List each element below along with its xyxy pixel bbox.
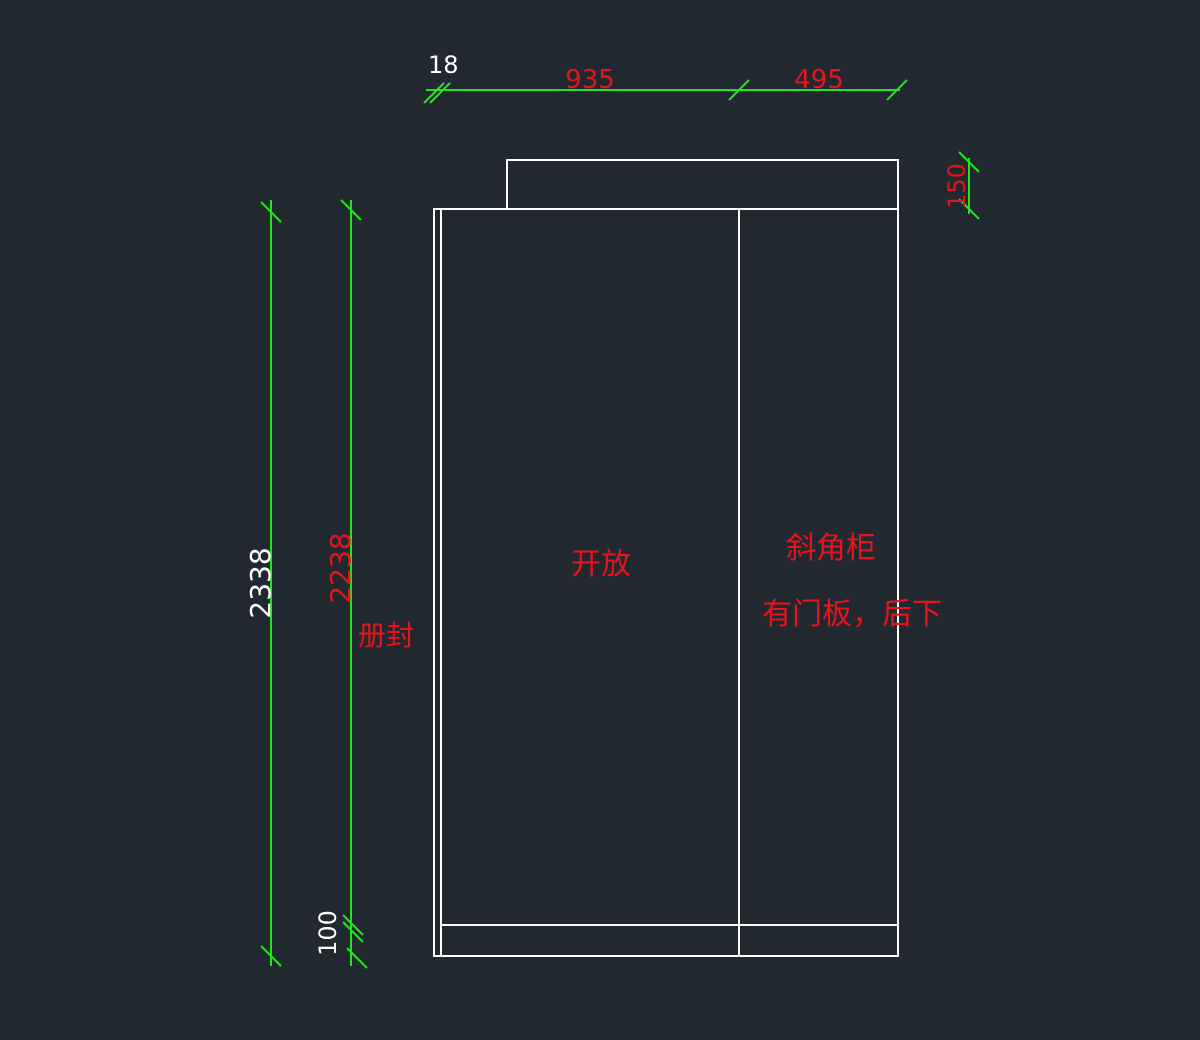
tick-inner-mid [342, 914, 364, 936]
tick-outer-top [260, 201, 282, 223]
tick-top-3 [886, 79, 908, 101]
dimension-texts: 18 935 495 150 2338 2238 100 [244, 51, 971, 956]
dim-top-panel-thickness: 18 [428, 51, 459, 79]
top-step-outline [506, 159, 899, 209]
label-corner-cabinet: 斜角柜 [786, 531, 876, 566]
label-corner-cabinet-note: 有门板，后下 [762, 597, 942, 632]
tick-top-1 [423, 82, 445, 104]
dim-plinth-height: 100 [314, 910, 342, 956]
tick-inner-mid-b [342, 921, 364, 943]
tick-inner-top [340, 199, 362, 221]
tick-top-2 [728, 79, 750, 101]
dim-open-section-width: 935 [565, 65, 615, 95]
tick-inner-bottom [346, 947, 368, 969]
label-side-seal: 册封 [358, 619, 414, 652]
dim-top-step-height: 150 [943, 163, 971, 209]
dim-corner-cabinet-width: 495 [794, 65, 844, 95]
label-open-section: 开放 [571, 547, 631, 582]
dim-cabinet-height: 2238 [324, 532, 357, 603]
tick-outer-bottom [260, 945, 282, 967]
cabinet-outline [433, 159, 899, 957]
cabinet-outer-frame [433, 208, 899, 957]
dim-overall-height: 2338 [244, 547, 277, 618]
tick-right-1 [958, 151, 980, 173]
tick-right-2 [958, 198, 980, 220]
tick-top-1b [429, 82, 451, 104]
dimension-lines [260, 79, 980, 969]
annotations: 开放 斜角柜 有门板，后下 册封 [358, 531, 942, 652]
